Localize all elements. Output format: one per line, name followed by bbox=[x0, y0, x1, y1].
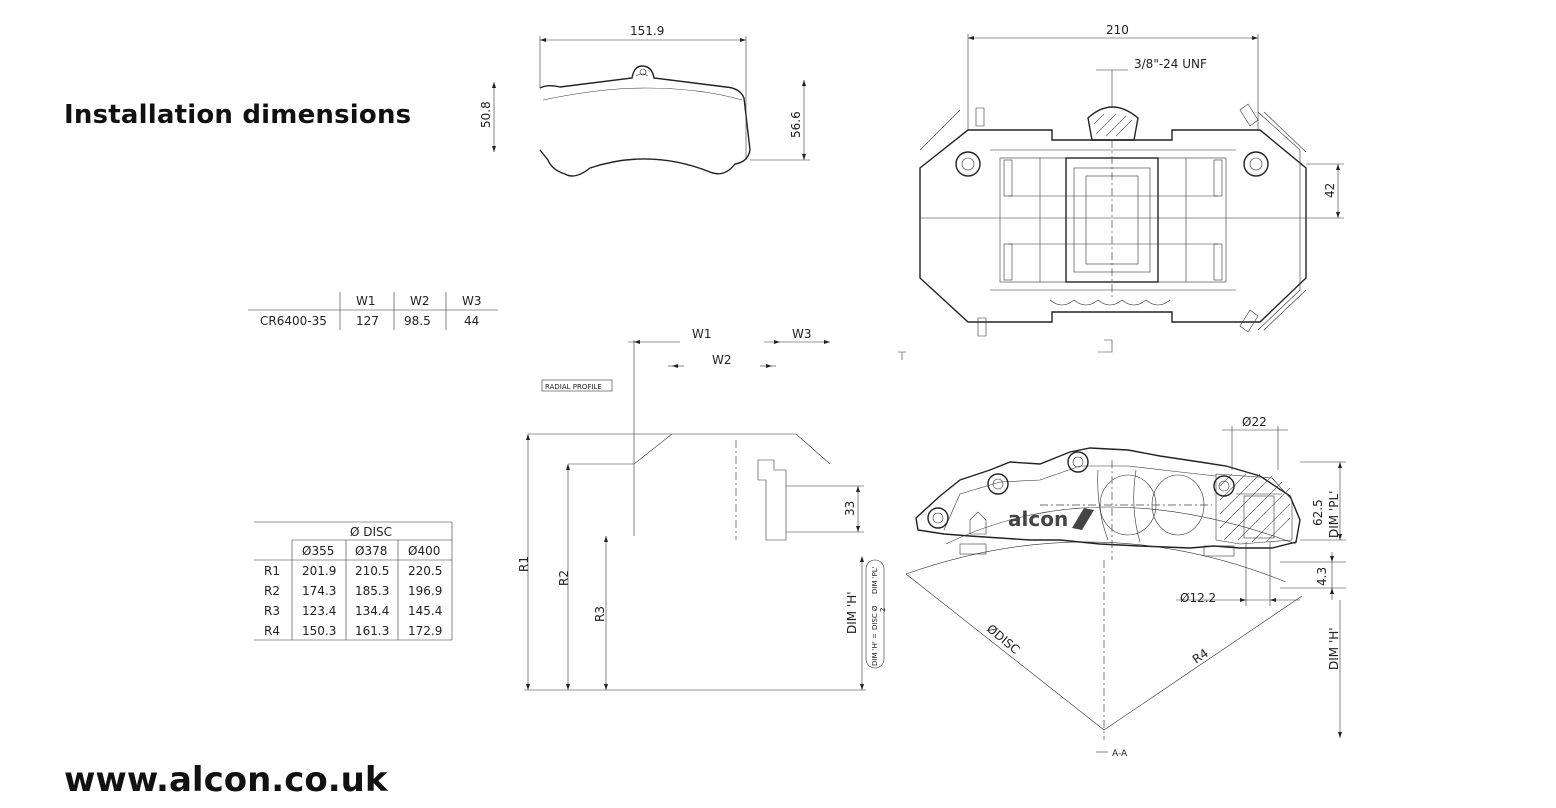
profile-r1-label: R1 bbox=[517, 556, 531, 572]
profile-dim-h-label: DIM 'H' bbox=[845, 591, 859, 634]
disc-table-cell: 134.4 bbox=[355, 604, 389, 618]
brake-pad-drawing: 151.9 50.8 56.6 bbox=[479, 24, 810, 177]
dim-pl-label: DIM 'PL' bbox=[1327, 491, 1341, 538]
width-table-header-w2: W2 bbox=[410, 294, 430, 308]
profile-dim-h-formula-b: DISC Ø bbox=[871, 605, 879, 630]
width-table-cell-w1: 127 bbox=[356, 314, 379, 328]
disc-table-col-400: Ø400 bbox=[408, 544, 440, 558]
disc-table-col-378: Ø378 bbox=[355, 544, 387, 558]
dim-62-5-label: 62.5 bbox=[1311, 499, 1325, 526]
mount-hole-diameter-label: Ø12.2 bbox=[1180, 591, 1216, 605]
radius-r4-label: R4 bbox=[1190, 646, 1211, 667]
disc-table-cell: 172.9 bbox=[408, 624, 442, 638]
profile-w1-label: W1 bbox=[692, 327, 712, 341]
width-table-header-w3: W3 bbox=[462, 294, 482, 308]
page-title: Installation dimensions bbox=[64, 100, 412, 130]
radial-profile-tag: RADIAL PROFILE bbox=[545, 383, 602, 391]
disc-table-row-label: R2 bbox=[264, 584, 280, 598]
disc-diameter-label: ØDISC bbox=[984, 622, 1022, 657]
caliper-width-label: 210 bbox=[1106, 23, 1129, 37]
disc-table-cell: 196.9 bbox=[408, 584, 442, 598]
profile-w2-label: W2 bbox=[712, 353, 732, 367]
profile-dim-33-label: 33 bbox=[843, 501, 857, 516]
radial-profile-drawing: W1 W3 W2 RADIAL PROFILE 33 bbox=[517, 327, 887, 691]
website-url[interactable]: www.alcon.co.uk bbox=[64, 760, 388, 800]
disc-table-cell: 210.5 bbox=[355, 564, 389, 578]
bore-diameter-label: Ø22 bbox=[1242, 415, 1267, 429]
width-table-cell-w3: 44 bbox=[464, 314, 479, 328]
width-table: W1 W2 W3 CR6400-35 127 98.5 44 bbox=[248, 292, 498, 330]
disc-table-cell: 161.3 bbox=[355, 624, 389, 638]
width-table-part-number: CR6400-35 bbox=[260, 314, 327, 328]
disc-table-cell: 123.4 bbox=[302, 604, 336, 618]
disc-table-cell: 220.5 bbox=[408, 564, 442, 578]
section-view-label: A-A bbox=[1112, 749, 1128, 759]
thread-spec-label: 3/8"-24 UNF bbox=[1134, 57, 1207, 71]
width-table-header-w1: W1 bbox=[356, 294, 376, 308]
caliper-side-offset-label: 42 bbox=[1323, 183, 1337, 198]
disc-size-table: Ø DISC Ø355 Ø378 Ø400 R1 201.9 210.5 220.5R… bbox=[254, 521, 453, 641]
disc-table-row-label: R1 bbox=[264, 564, 280, 578]
profile-dim-h-formula-d: DIM 'PL' bbox=[871, 566, 879, 594]
caliper-top-view: 210 3/8"-24 UNF bbox=[898, 23, 1344, 360]
profile-r3-label: R3 bbox=[593, 606, 607, 622]
disc-table-cell: 145.4 bbox=[408, 604, 442, 618]
width-table-cell-w2: 98.5 bbox=[404, 314, 431, 328]
profile-dim-h-formula-a: DIM 'H' = bbox=[871, 633, 879, 666]
pad-width-label: 151.9 bbox=[630, 24, 664, 38]
caliper-side-view: Ø22 a bbox=[905, 415, 1346, 759]
disc-table-group-header: Ø DISC bbox=[350, 525, 392, 539]
disc-table-row-label: R3 bbox=[264, 604, 280, 618]
caliper-dim-h-label: DIM 'H' bbox=[1327, 627, 1341, 670]
dim-4-3-label: 4.3 bbox=[1315, 567, 1329, 586]
profile-r2-label: R2 bbox=[557, 570, 571, 586]
pad-height-right-label: 56.6 bbox=[789, 111, 803, 138]
disc-table-col-355: Ø355 bbox=[302, 544, 334, 558]
disc-table-row-label: R4 bbox=[264, 624, 280, 638]
disc-table-cell: 174.3 bbox=[302, 584, 336, 598]
profile-w3-label: W3 bbox=[792, 327, 812, 341]
pad-height-left-label: 50.8 bbox=[479, 101, 493, 128]
disc-table-cell: 150.3 bbox=[302, 624, 336, 638]
disc-table-cell: 185.3 bbox=[355, 584, 389, 598]
disc-table-cell: 201.9 bbox=[302, 564, 336, 578]
profile-dim-h-formula-c: 2 bbox=[879, 608, 887, 612]
brand-logo-text: alcon bbox=[1008, 507, 1068, 531]
